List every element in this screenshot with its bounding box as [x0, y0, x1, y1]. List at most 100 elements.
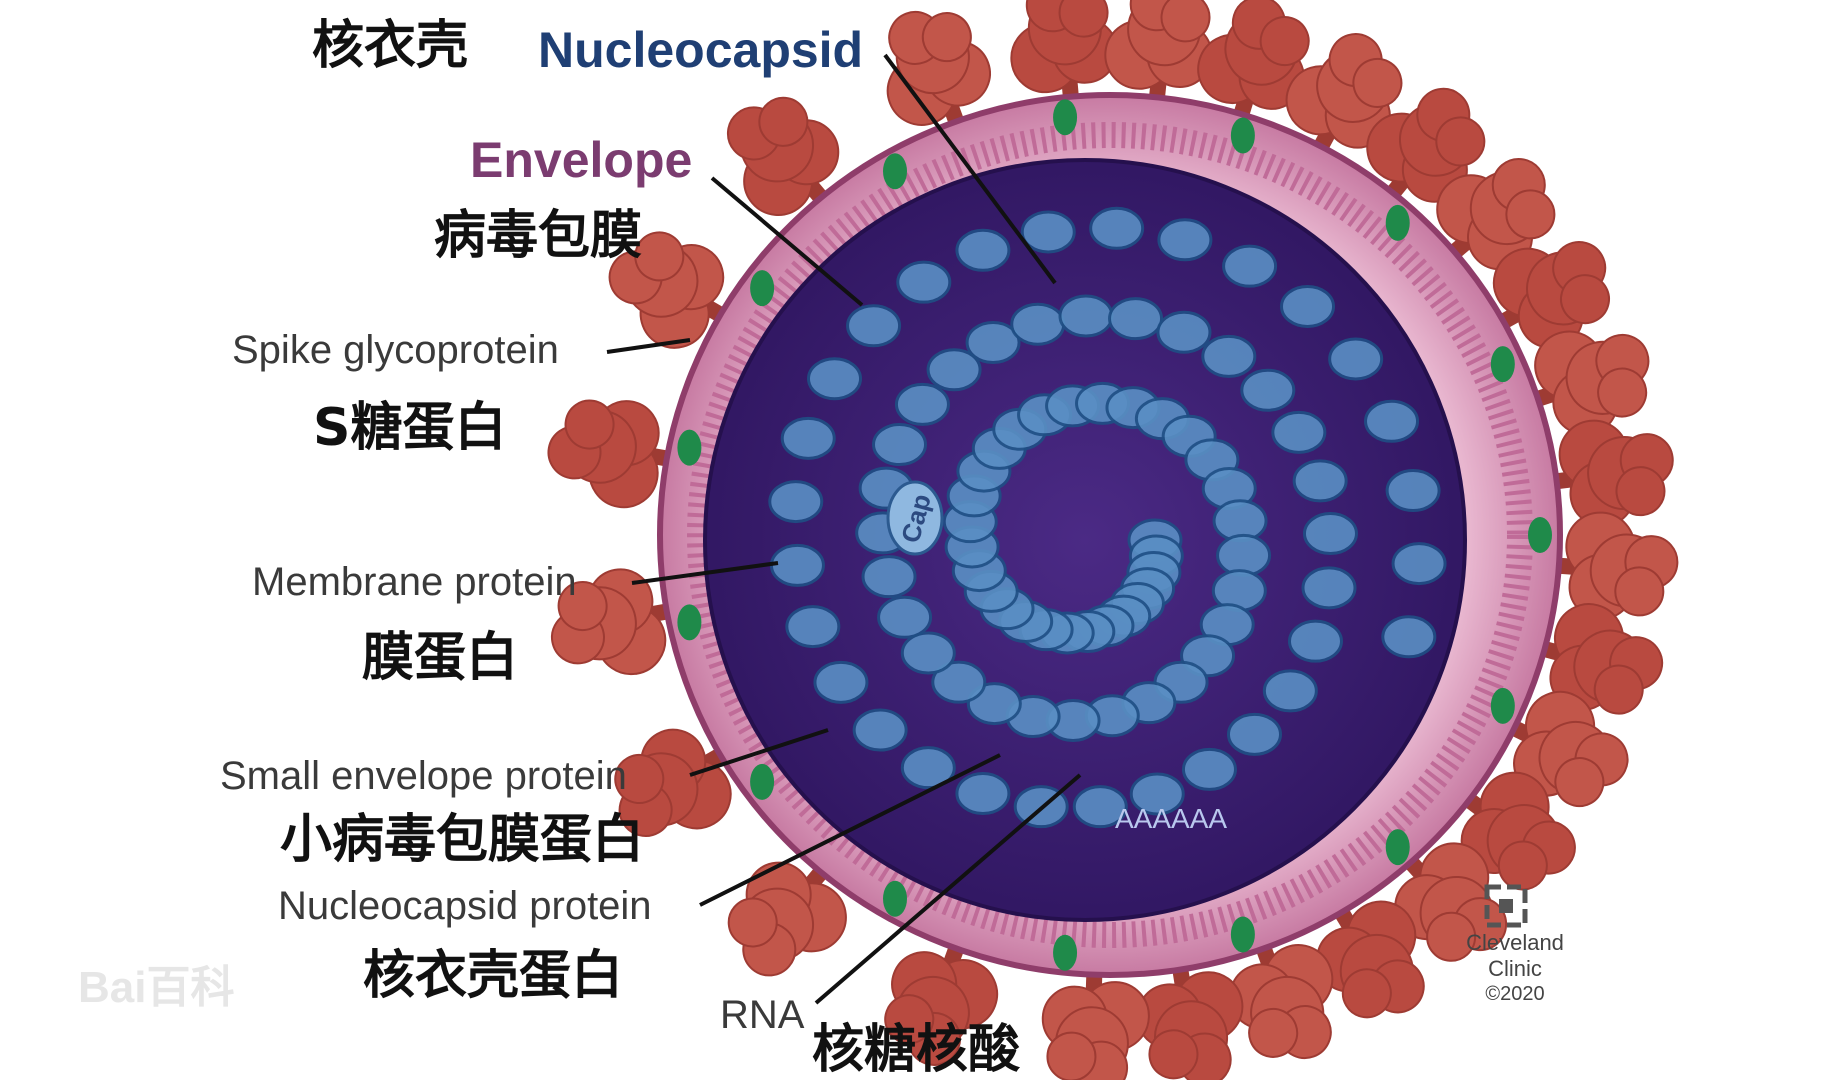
membrane-protein — [750, 270, 775, 307]
label-rna-zh: 核糖核酸 — [812, 1020, 1021, 1080]
nucleocapsid-protein — [1020, 210, 1076, 254]
membrane-protein — [1385, 829, 1410, 866]
nucleocapsid-protein — [1089, 206, 1145, 250]
membrane-protein — [1053, 99, 1078, 136]
nucleocapsid-protein — [1222, 244, 1278, 288]
nucleocapsid-protein — [807, 357, 863, 401]
membrane-protein — [1230, 916, 1255, 953]
spike-glycoprotein — [608, 231, 742, 349]
nucleocapsid-protein — [1226, 712, 1282, 756]
nucleocapsid-protein — [1391, 542, 1447, 586]
nucleocapsid-protein — [1010, 302, 1066, 346]
spike-glycoprotein — [886, 10, 991, 143]
membrane-protein — [750, 763, 775, 800]
nucleocapsid-protein — [769, 543, 825, 587]
leader-envelope — [710, 176, 864, 307]
label-nucleocapsid-zh: 核衣壳 — [312, 16, 469, 76]
leader-nucleocapsid — [883, 53, 1057, 285]
nucleocapsid-protein — [852, 708, 908, 752]
nucleocapsid-protein — [955, 771, 1011, 815]
nucleocapsid-protein — [1157, 218, 1213, 262]
nucleocapsid-protein — [965, 321, 1021, 365]
membrane-protein — [677, 429, 702, 466]
nucleocapsid-protein — [780, 416, 836, 460]
nucleocapsid-protein — [1302, 512, 1358, 556]
nucleocapsid-protein — [1385, 469, 1441, 513]
nucleocapsid-protein — [1156, 310, 1212, 354]
label-nc-protein-zh: 核衣壳蛋白 — [363, 946, 624, 1006]
label-envelope-en: Envelope — [470, 132, 693, 188]
membrane-protein — [1053, 934, 1078, 971]
polya-label: AAAAAA — [1115, 803, 1227, 834]
spike-glycoprotein — [1229, 927, 1334, 1060]
leader-spike — [606, 338, 691, 354]
nucleocapsid-protein — [894, 382, 950, 426]
membrane-protein — [1490, 687, 1515, 724]
spike-glycoprotein — [1523, 603, 1664, 715]
nucleocapsid-protein — [1262, 669, 1318, 713]
nucleocapsid-protein — [900, 746, 956, 790]
spike-glycoprotein — [1136, 949, 1244, 1080]
spike-glycoprotein — [727, 852, 847, 977]
nucleocapsid-protein — [877, 595, 933, 639]
nucleocapsid-protein — [813, 660, 869, 704]
spike-glycoprotein — [1516, 330, 1650, 436]
leader-membrane — [631, 561, 779, 585]
leader-rna — [814, 773, 1082, 1005]
nucleocapsid-protein — [896, 260, 952, 304]
nucleocapsid-protein — [1129, 772, 1185, 816]
baike-watermark: Bai百科 — [78, 963, 235, 1012]
nucleocapsid-protein — [1240, 368, 1296, 412]
label-nc-protein-en: Nucleocapsid protein — [278, 884, 652, 928]
label-membrane-zh: 膜蛋白 — [362, 628, 519, 688]
nucleocapsid-protein — [1058, 294, 1114, 338]
membrane-protein — [883, 153, 907, 190]
credit-line-3: ©2020 — [1485, 983, 1545, 1005]
nucleocapsid-protein — [1181, 747, 1237, 791]
membrane-band — [687, 122, 1533, 948]
membrane-protein — [1528, 517, 1552, 553]
nucleocapsid-coil — [768, 206, 1447, 829]
nucleocapsid-protein — [955, 228, 1011, 272]
spike-glycoproteins — [547, 0, 1679, 1080]
credit-line-1: Cleveland — [1466, 930, 1564, 955]
nucleocapsid-protein — [872, 423, 928, 467]
membrane-protein — [883, 880, 907, 917]
membrane-proteins — [677, 99, 1552, 971]
membrane-protein — [677, 604, 702, 641]
spike-glycoprotein — [1010, 0, 1118, 117]
nucleocapsid-protein — [1364, 399, 1420, 443]
label-spike-en: Spike glycoprotein — [232, 328, 559, 372]
cleveland-clinic-logo — [1484, 884, 1528, 928]
label-envelope-zh: 病毒包膜 — [434, 206, 643, 266]
spike-glycoprotein — [1285, 33, 1403, 168]
label-nucleocapsid-en: Nucleocapsid — [538, 22, 864, 78]
spike-glycoprotein — [884, 927, 999, 1066]
spike-glycoprotein — [1448, 771, 1576, 891]
leader-nc-protein — [699, 753, 1001, 907]
label-small-envelope-en: Small envelope protein — [220, 754, 627, 798]
nucleocapsid-protein — [1328, 337, 1384, 381]
nucleocapsid-protein — [1271, 410, 1327, 454]
membrane-protein — [1490, 346, 1515, 383]
nucleocapsid-protein — [926, 348, 982, 392]
cap-marker — [886, 480, 944, 556]
membrane-protein — [1385, 204, 1410, 241]
nucleocapsid-protein — [1381, 615, 1437, 659]
nucleocapsid-protein — [900, 631, 956, 675]
nucleocapsid-protein — [1301, 566, 1357, 610]
label-membrane-en: Membrane protein — [252, 560, 577, 604]
membrane-protein — [1230, 117, 1255, 154]
nucleocapsid-protein — [861, 555, 917, 599]
nucleocapsid-protein — [1292, 459, 1348, 503]
label-spike-zh: S糖蛋白 — [313, 398, 507, 458]
spike-glycoprotein — [1366, 87, 1486, 214]
nucleocapsid-protein — [1280, 284, 1336, 328]
spike-glycoprotein — [1104, 0, 1213, 118]
nucleocapsid-protein — [931, 660, 987, 704]
spike-glycoprotein — [1041, 955, 1150, 1080]
nucleocapsid-protein — [1072, 785, 1128, 829]
nucleocapsid-protein — [785, 605, 841, 649]
